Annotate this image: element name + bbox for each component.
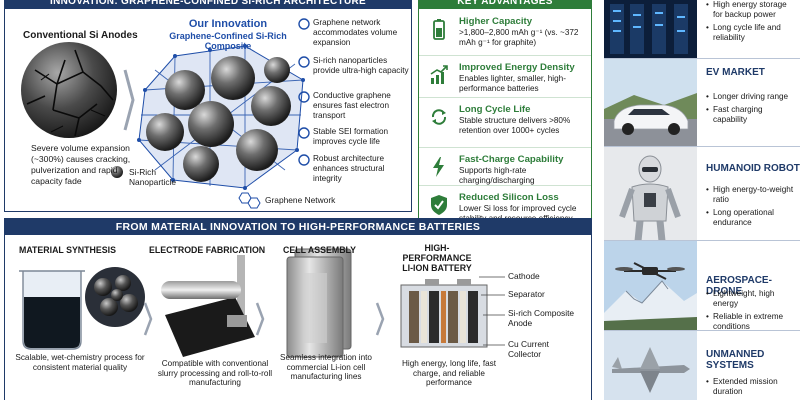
cracked-si-particle — [21, 42, 117, 138]
application-energy-storage: High energy storage for backup power Lon… — [604, 0, 800, 58]
our-innovation-title: Our Innovation — [188, 18, 268, 30]
feature-4: Stable SEI formation improves cycle life — [313, 127, 389, 146]
advantage-text: >1,800–2,800 mAh g⁻¹ (vs. ~372 mAh g⁻¹ f… — [459, 28, 579, 47]
nanoparticle-legend-icon — [111, 166, 123, 178]
advantage-fast-charge: Fast-Charge Capability Supports high-rat… — [419, 148, 591, 186]
legend-network-label: Graphene Network — [265, 195, 336, 205]
particle-cluster — [85, 267, 145, 327]
layer-label-current-collector: Cu Current Collector — [508, 339, 549, 359]
advantages-banner: KEY ADVANTAGES — [419, 0, 591, 9]
step-desc-cell-assembly: Seamless integration into commercial Li-… — [280, 353, 372, 382]
application-humanoid-robot: HUMANOID ROBOT High energy-to-weight rat… — [604, 146, 800, 240]
layer-label-cathode: Cathode — [508, 271, 540, 281]
rising-chart-icon — [430, 65, 448, 84]
app-title-unmanned-systems: UNMANNED SYSTEMS — [706, 349, 765, 371]
process-banner: FROM MATERIAL INNOVATION TO HIGH-PERFORM… — [5, 219, 591, 235]
app-bullet: High energy-to-weight ratio — [706, 185, 796, 205]
feature-3: Conductive graphene ensures fast electro… — [313, 91, 391, 120]
layer-label-anode: Si-rich Composite Anode — [508, 308, 575, 328]
app-bullet: Extended mission duration — [706, 377, 796, 397]
feature-icon-5 — [298, 154, 310, 166]
electric-car-image — [604, 59, 697, 146]
process-chevron — [375, 302, 385, 336]
key-advantages-panel: KEY ADVANTAGES Higher Capacity >1,800–2,… — [418, 0, 592, 237]
transition-chevron — [123, 69, 135, 131]
advantage-cycle-life: Long Cycle Life Stable structure deliver… — [419, 98, 591, 148]
step-title-material-synthesis: MATERIAL SYNTHESIS — [19, 245, 116, 255]
layer-label-separator: Separator — [508, 289, 545, 299]
process-chevron — [255, 302, 265, 336]
feature-icon-1 — [298, 18, 310, 30]
application-aerospace-drone: AEROSPACE-DRONE Lightweight, high energy… — [604, 240, 800, 332]
process-chevron — [143, 302, 153, 336]
innovation-panel: INNOVATION: GRAPHENE-CONFINED SI-RICH AR… — [4, 0, 412, 212]
feature-icon-4 — [298, 127, 310, 139]
pouch-cell-illustration — [286, 248, 352, 358]
step-title-electrode-fabrication: ELECTRODE FABRICATION — [149, 245, 266, 255]
app-bullet: Lightweight, high energy — [706, 289, 796, 309]
applications-column: High energy storage for backup power Lon… — [604, 0, 800, 400]
feature-icon-3 — [298, 91, 310, 103]
process-panel: FROM MATERIAL INNOVATION TO HIGH-PERFORM… — [4, 218, 592, 400]
conventional-description: Severe volume expansion (~300%) causes c… — [31, 143, 131, 186]
app-bullet: Long operational endurance — [706, 208, 796, 228]
drone-image — [604, 241, 697, 330]
advantage-title: Reduced Silicon Loss — [459, 192, 559, 203]
innovation-banner: INNOVATION: GRAPHENE-CONFINED SI-RICH AR… — [5, 0, 411, 9]
conventional-title: Conventional Si Anodes — [23, 30, 138, 41]
process-illustration — [19, 248, 505, 358]
legend-particle-label: Si-Rich Nanoparticle — [129, 167, 177, 187]
humanoid-robot-image — [604, 147, 697, 240]
app-bullet: High energy storage for backup power — [706, 0, 796, 20]
our-innovation-subtitle: Graphene-Confined Si-Rich Composite — [169, 31, 287, 51]
step-title-cell-assembly: CELL ASSEMBLY — [283, 245, 356, 255]
step-desc-electrode-fabrication: Compatible with conventional slurry proc… — [157, 359, 273, 388]
feature-5: Robust architecture enhances structural … — [313, 154, 385, 183]
advantage-higher-capacity: Higher Capacity >1,800–2,800 mAh g⁻¹ (vs… — [419, 10, 591, 56]
app-bullet: Long cycle life and reliability — [706, 23, 796, 43]
cycle-arrows-icon — [431, 109, 447, 125]
innovation-illustration — [21, 18, 310, 209]
data-center-image — [604, 0, 697, 58]
advantage-energy-density: Improved Energy Density Enables lighter,… — [419, 56, 591, 98]
advantage-text: Supports high-rate charging/discharging — [459, 166, 535, 185]
battery-icon — [433, 19, 445, 40]
advantage-text: Stable structure delivers >80% retention… — [459, 116, 571, 135]
lightning-icon — [433, 157, 444, 177]
graphene-composite — [137, 44, 305, 190]
advantage-title: Improved Energy Density — [459, 62, 575, 73]
application-unmanned-systems: UNMANNED SYSTEMS Extended mission durati… — [604, 330, 800, 400]
advantage-title: Long Cycle Life — [459, 104, 531, 115]
application-ev-market: EV MARKET Longer driving range Fast char… — [604, 58, 800, 146]
app-title-ev-market: EV MARKET — [706, 67, 765, 78]
electrode-roll-illustration — [161, 255, 255, 357]
beaker-illustration — [19, 270, 85, 350]
feature-1: Graphene network accommodates volume exp… — [313, 18, 398, 47]
app-title-humanoid-robot: HUMANOID ROBOT — [706, 163, 800, 174]
app-bullet: Longer driving range — [706, 92, 796, 102]
advantage-title: Fast-Charge Capability — [459, 154, 564, 165]
feature-2: Si-rich nanoparticles provide ultra-high… — [313, 56, 409, 75]
shield-check-icon — [431, 195, 447, 215]
step-desc-material-synthesis: Scalable, wet-chemistry process for cons… — [15, 353, 145, 372]
uav-image — [604, 331, 697, 400]
feature-icon-2 — [298, 56, 310, 68]
step-desc-li-ion-battery: High energy, long life, fast charge, and… — [401, 359, 497, 388]
advantage-title: Higher Capacity — [459, 16, 533, 27]
app-bullet: Reliable in extreme conditions — [706, 312, 796, 332]
advantage-text: Enables lighter, smaller, high-performan… — [459, 74, 566, 93]
battery-cutaway-illustration — [400, 279, 488, 348]
app-bullet: Fast charging capability — [706, 105, 796, 125]
step-title-li-ion-battery: HIGH-PERFORMANCE LI-ION BATTERY — [402, 243, 472, 273]
graphene-network-legend-icon — [238, 192, 261, 209]
